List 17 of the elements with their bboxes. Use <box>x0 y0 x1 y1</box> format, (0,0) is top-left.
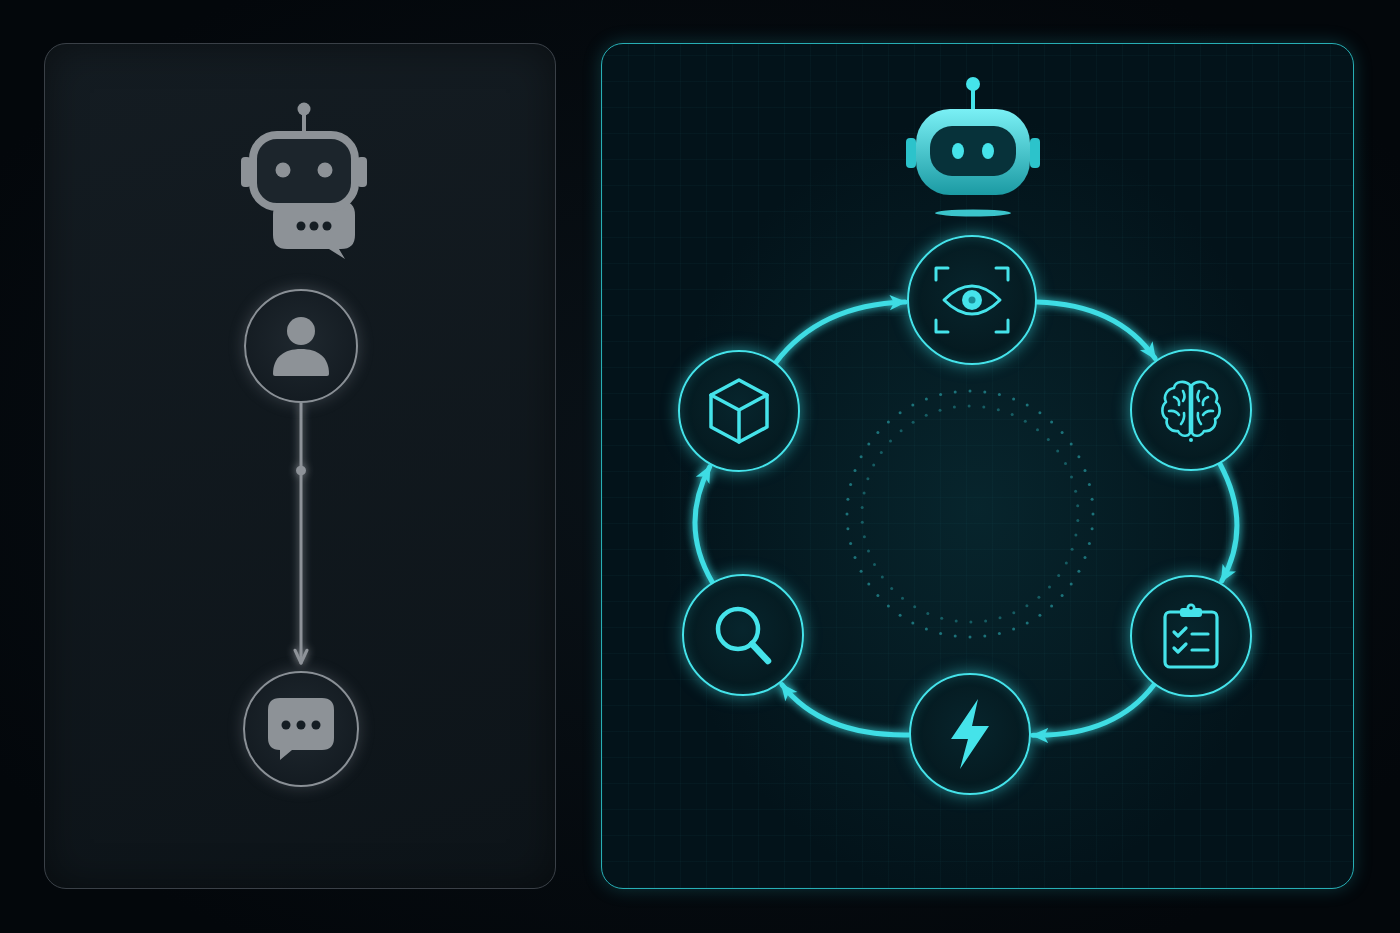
arrow <box>1030 682 1157 743</box>
arrow <box>773 295 908 365</box>
icon-circle <box>1130 349 1252 471</box>
icon-circle <box>909 673 1031 795</box>
icon-circle <box>678 350 800 472</box>
arrow <box>779 682 912 738</box>
arrow <box>293 401 309 665</box>
panel <box>44 43 556 889</box>
icon-circle <box>682 574 804 696</box>
icon-circle <box>243 671 359 787</box>
arrow <box>692 464 715 585</box>
arrow <box>1034 299 1158 361</box>
icon-circle <box>907 235 1037 365</box>
panel <box>601 43 1354 889</box>
arrow <box>1217 461 1240 584</box>
icon-circle <box>1130 575 1252 697</box>
icon-circle <box>244 289 358 403</box>
